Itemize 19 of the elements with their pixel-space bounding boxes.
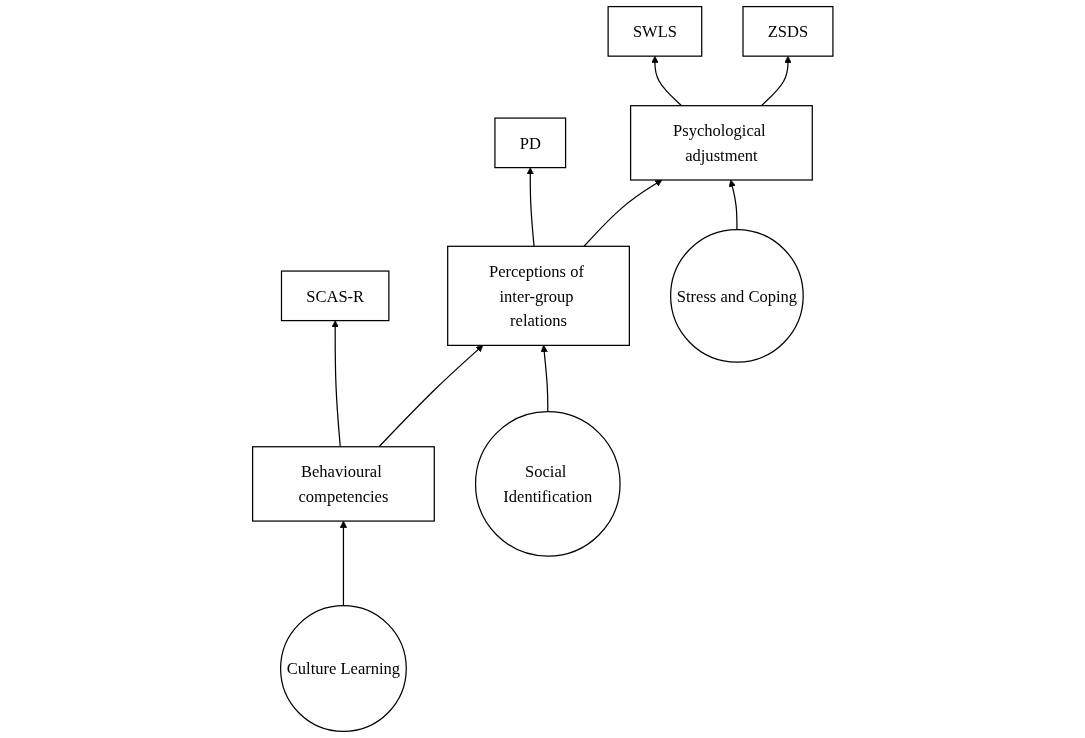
arrow	[378, 345, 483, 448]
node-box: SCAS-R	[280, 270, 390, 322]
arrow	[331, 320, 341, 448]
arrow	[728, 179, 738, 231]
arrow	[540, 345, 549, 413]
node-box: Behavioural competencies	[251, 446, 435, 522]
arrow	[526, 167, 535, 247]
arrow	[339, 520, 347, 607]
arrow	[583, 179, 662, 247]
node-box: SWLS	[607, 6, 703, 57]
arrow	[651, 55, 682, 107]
node-box: Perceptions of inter-group relations	[446, 245, 630, 346]
arrow	[760, 55, 792, 107]
node-box: Psychological adjustment	[629, 105, 813, 181]
node-circle: Culture Learning	[279, 605, 407, 732]
node-circle: Social Identification	[474, 411, 621, 557]
node-box: PD	[494, 117, 566, 169]
node-circle: Stress and Coping	[669, 228, 804, 363]
node-box: ZSDS	[742, 6, 834, 57]
